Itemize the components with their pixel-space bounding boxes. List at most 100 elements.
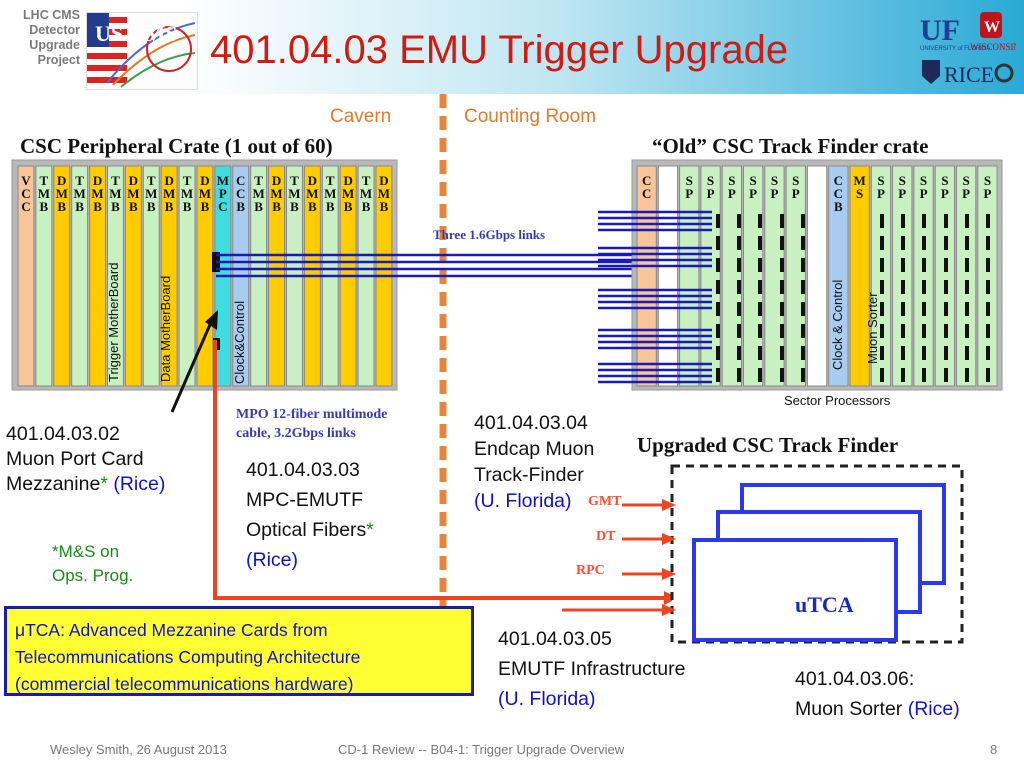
card-connector [780, 280, 784, 294]
card-connector [780, 236, 784, 250]
card-connector [901, 302, 905, 316]
card-connector [880, 368, 884, 382]
old-tf-slot [934, 165, 956, 387]
card-connector [922, 346, 926, 360]
institution-logos-graphic: UF UNIVERSITY of FLORIDA W WISCONSIN RIC… [920, 12, 1021, 87]
ms-ops-line: *M&S on [52, 542, 120, 561]
card-connector [716, 214, 720, 228]
card-connector [737, 236, 741, 250]
utca-card-front [692, 538, 898, 642]
gmt-input-label: GMT [588, 494, 622, 509]
old-tf-slot [764, 165, 785, 387]
note-line: Telecommunications Computing Architectur… [15, 647, 361, 667]
mpo-cable-label: MPO 12-fiber multimode cable, 3.2Gbps li… [236, 405, 387, 443]
card-connector [880, 302, 884, 316]
old-tf-slot [743, 165, 764, 387]
card-connector [944, 324, 948, 338]
peripheral-slot-label: T M B [359, 173, 373, 214]
trigger-motherboard-label: Trigger MotherBoard [106, 262, 121, 382]
rpc-input-label: RPC [576, 563, 605, 578]
peripheral-slot [178, 165, 196, 387]
card-connector [716, 280, 720, 294]
ms-ops-note: *M&S on Ops. Prog. [52, 540, 133, 588]
card-connector [737, 346, 741, 360]
mpc-pointer-arrow [170, 319, 214, 413]
links-label: Three 1.6Gbps links [433, 227, 546, 242]
institution: (U. Florida) [474, 490, 572, 512]
card-connector [944, 236, 948, 250]
card-connector [901, 236, 905, 250]
item-number: 401.04.03.05 [498, 628, 612, 650]
old-tf-slot [721, 165, 743, 387]
card-connector [716, 346, 720, 360]
footer-center: CD-1 Review -- B04-1: Trigger Upgrade Ov… [338, 742, 625, 757]
card-connector [901, 368, 905, 382]
card-connector [965, 236, 969, 250]
old-tf-slot-label: S P [706, 173, 715, 201]
peripheral-slot [71, 165, 89, 387]
old-tf-slot [870, 165, 892, 387]
card-connector [965, 324, 969, 338]
card-connector [758, 346, 762, 360]
old-tf-slot [977, 165, 998, 387]
item-name: EMUTF Infrastructure [498, 658, 686, 680]
item-number: 401.04.03.02 [6, 423, 120, 445]
card-connector [922, 368, 926, 382]
card-connector [780, 302, 784, 316]
card-connector [986, 214, 990, 228]
card-connector [986, 346, 990, 360]
card-connector [965, 258, 969, 272]
peripheral-slot-label: D M B [91, 173, 104, 214]
old-tf-slot-label: S P [727, 173, 736, 201]
card-connector [801, 280, 805, 294]
card-connector [944, 302, 948, 316]
card-connector [758, 324, 762, 338]
old-tf-slot-label: S P [749, 173, 758, 201]
card-connector [880, 346, 884, 360]
old-tf-slot-label: S P [940, 173, 949, 201]
card-connector [801, 324, 805, 338]
peripheral-slot-label: T M B [324, 173, 337, 214]
utca-definition-note: μTCA: Advanced Mezzanine Cards from Tele… [4, 606, 474, 696]
card-connector [758, 214, 762, 228]
card-connector [965, 280, 969, 294]
peripheral-slot [89, 165, 106, 387]
card-connector [965, 302, 969, 316]
peripheral-slot-label: T M B [288, 173, 301, 214]
project-line: Detector [29, 23, 80, 37]
old-tf-title: “Old” CSC Track Finder crate [652, 134, 929, 158]
card-connector [944, 280, 948, 294]
peripheral-slot-label: D M B [127, 173, 140, 214]
old-tf-slots [636, 165, 998, 387]
cavern-label: Cavern [330, 106, 392, 127]
card-connector [922, 258, 926, 272]
card-connector [716, 368, 720, 382]
utca-label: uTCA [795, 592, 854, 617]
slide-title: 401.04.03 EMU Trigger Upgrade [210, 28, 789, 72]
item-401-04-03-05: 401.04.03.05 EMUTF Infrastructure (U. Fl… [498, 624, 685, 714]
item-number: 401.04.03.06: [795, 668, 915, 690]
old-tf-link-bundles [598, 210, 712, 384]
uf-logo-text: UF [920, 14, 960, 47]
card-connector [758, 302, 762, 316]
old-tf-slot-label: S P [919, 173, 928, 201]
institution: (Rice) [246, 549, 298, 571]
note-line: μTCA: Advanced Mezzanine Cards from [15, 620, 328, 640]
card-connector [737, 368, 741, 382]
old-tf-slot [806, 165, 828, 387]
peripheral-slot [35, 165, 53, 387]
peripheral-slot-label: M P C [216, 173, 229, 214]
dt-input-label: DT [596, 529, 616, 544]
card-connector [944, 258, 948, 272]
card-connector [716, 324, 720, 338]
card-connector [986, 236, 990, 250]
card-connector [780, 368, 784, 382]
mpo-label-line: cable, 3.2Gbps links [236, 426, 356, 441]
item-number: 401.04.03.04 [474, 412, 588, 434]
card-connector [901, 214, 905, 228]
card-connector [986, 280, 990, 294]
rice-name: RICE [944, 62, 994, 87]
old-tf-slot-label: C C B [833, 173, 844, 214]
card-connector [716, 302, 720, 316]
